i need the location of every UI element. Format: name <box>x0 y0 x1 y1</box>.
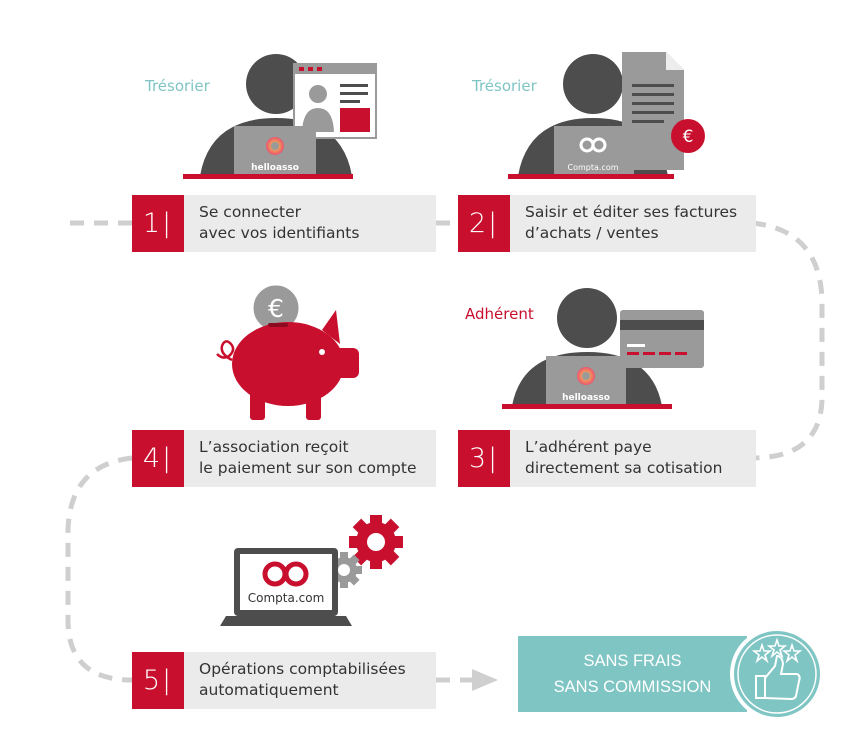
step-text-line: avec vos identifiants <box>199 224 360 242</box>
scene-login: helloasso <box>183 54 377 179</box>
laptop-icon: helloasso <box>183 126 353 179</box>
step-number: 2| <box>458 195 510 252</box>
role-label-tresorier-2: Trésorier <box>472 77 537 95</box>
scene-payment: helloasso <box>502 288 704 409</box>
step-number: 4| <box>132 430 184 487</box>
step-text: L’adhérent paye directement sa cotisatio… <box>510 430 756 487</box>
helloasso-logo-text: helloasso <box>562 393 610 403</box>
step-text: Opérations comptabilisées automatiquemen… <box>184 652 436 709</box>
connector-4-5 <box>65 455 133 683</box>
step-text-line: directement sa cotisation <box>525 459 723 477</box>
step-4: 4| L’association reçoit le paiement sur … <box>132 430 436 487</box>
step-number: 5| <box>132 652 184 709</box>
svg-text:€: € <box>268 294 284 323</box>
connector-2-3 <box>751 220 825 461</box>
step-text-line: d’achats / ventes <box>525 224 659 242</box>
no-fees-badge: SANS FRAIS SANS COMMISSION <box>518 636 747 712</box>
compta-logo-icon <box>579 137 607 153</box>
step-text-line: Se connecter <box>199 203 301 221</box>
step-number: 1| <box>132 195 184 252</box>
step-1: 1| Se connecter avec vos identifiants <box>132 195 436 252</box>
step-text-line: automatiquement <box>199 681 339 699</box>
step-text: Saisir et éditer ses factures d’achats /… <box>510 195 756 252</box>
laptop-icon: Compta.com <box>508 126 674 179</box>
scene-invoices: € Compta.com <box>508 52 705 179</box>
credit-card-icon <box>620 310 704 368</box>
piggy-bank-icon <box>216 310 359 420</box>
step-text-line: Saisir et éditer ses factures <box>525 203 738 221</box>
compta-logo-icon <box>262 561 309 587</box>
scene-piggy-bank: € <box>216 282 359 420</box>
gears-icon <box>326 515 403 588</box>
step-5: 5| Opérations comptabilisées automatique… <box>132 652 436 709</box>
flow-connectors <box>65 220 825 683</box>
person-icon <box>246 54 306 114</box>
laptop-icon: Compta.com <box>220 548 352 626</box>
role-label-tresorier-1: Trésorier <box>145 77 210 95</box>
step-3: 3| L’adhérent paye directement sa cotisa… <box>458 430 756 487</box>
step-text-line: le paiement sur son compte <box>199 459 417 477</box>
euro-coin-icon: € <box>671 119 705 153</box>
invoice-icon <box>622 52 684 170</box>
person-icon <box>563 54 623 114</box>
badge-line-1: SANS FRAIS <box>583 652 682 670</box>
badge-line-2: SANS COMMISSION <box>553 678 712 696</box>
role-label-adherent: Adhérent <box>465 305 534 323</box>
step-number: 3| <box>458 430 510 487</box>
step-text-line: L’adhérent paye <box>525 438 652 456</box>
arrow-head <box>472 669 498 691</box>
svg-text:€: € <box>683 127 694 147</box>
step-text: L’association reçoit le paiement sur son… <box>184 430 436 487</box>
helloasso-logo-text: helloasso <box>251 163 299 173</box>
step-2: 2| Saisir et éditer ses factures d’achat… <box>458 195 756 252</box>
step-text-line: L’association reçoit <box>199 438 349 456</box>
person-icon <box>557 288 617 348</box>
euro-coin-icon: € <box>250 282 302 334</box>
laptop-icon: helloasso <box>502 356 672 409</box>
scene-automation: Compta.com <box>220 515 403 626</box>
large-gear-icon <box>349 515 403 569</box>
compta-logo-text: Compta.com <box>248 591 325 605</box>
step-text: Se connecter avec vos identifiants <box>184 195 436 252</box>
compta-logo-text: Compta.com <box>567 163 618 172</box>
id-card-icon <box>293 63 377 139</box>
step-text-line: Opérations comptabilisées <box>199 660 406 678</box>
